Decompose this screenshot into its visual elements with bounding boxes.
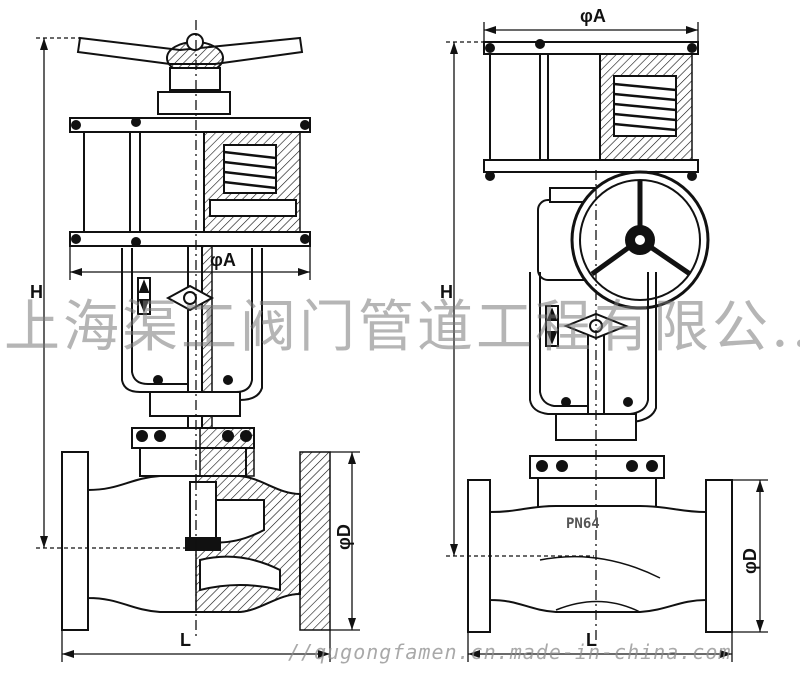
right-bonnet xyxy=(529,455,665,509)
left-arrowheads xyxy=(40,38,356,658)
right-body-marking: PN64 xyxy=(566,516,600,532)
right-dimensions xyxy=(446,22,768,662)
watermark-url: //qugongfamen.cn.made-in-china.com xyxy=(288,640,732,664)
right-phiD-label: φD xyxy=(740,548,760,574)
right-phiA-label: φA xyxy=(580,6,606,26)
right-gearbox xyxy=(537,170,710,310)
left-H-label: H xyxy=(30,282,43,302)
right-arrowheads xyxy=(450,26,764,658)
left-actuator xyxy=(69,117,311,247)
left-handwheel xyxy=(76,33,304,115)
watermark-company-name: 上海渠工阀门管道工程有限公... xyxy=(4,295,800,360)
right-valve-body xyxy=(467,479,733,633)
left-yoke xyxy=(121,245,263,437)
right-actuator xyxy=(483,39,699,181)
left-bonnet xyxy=(131,427,255,477)
left-phiD-label: φD xyxy=(334,524,354,550)
left-valve-body xyxy=(61,451,331,631)
right-H-label: H xyxy=(440,282,453,302)
left-dimensions xyxy=(36,20,360,662)
left-valve-figure xyxy=(61,33,331,631)
right-L-label: L xyxy=(586,630,597,650)
left-phiA-label: φA xyxy=(210,250,236,270)
left-L-label: L xyxy=(180,630,191,650)
